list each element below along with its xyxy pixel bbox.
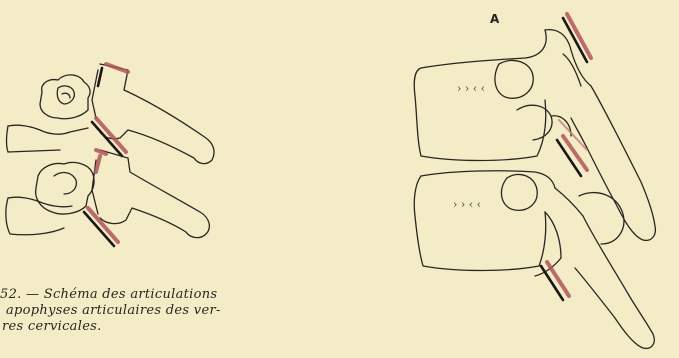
vertebrae-joint-diagram: › › ‹ ‹ › › ‹ ‹ <box>395 0 679 358</box>
lower-vertebral-body: › › ‹ ‹ <box>414 171 654 349</box>
svg-text:› › ‹ ‹: › › ‹ ‹ <box>453 198 481 211</box>
caption-line-2: apophyses articulaires des ver- <box>0 303 300 319</box>
caption-line-3: res cervicales. <box>0 319 300 335</box>
lower-cervical-vertebra <box>6 150 210 238</box>
cervical-vertebrae-diagram <box>0 0 300 280</box>
upper-vertebral-body: › › ‹ ‹ <box>414 30 655 241</box>
figure-caption: 52. — Schéma des articulations apophyses… <box>0 287 300 335</box>
lower-joint-markings <box>84 150 118 246</box>
upper-cervical-vertebra <box>7 64 215 164</box>
upper-joint-markings <box>92 64 128 156</box>
lower-facet-markings <box>541 136 587 300</box>
caption-line-1: 52. — Schéma des articulations <box>0 287 300 303</box>
svg-text:› › ‹ ‹: › › ‹ ‹ <box>457 82 485 95</box>
